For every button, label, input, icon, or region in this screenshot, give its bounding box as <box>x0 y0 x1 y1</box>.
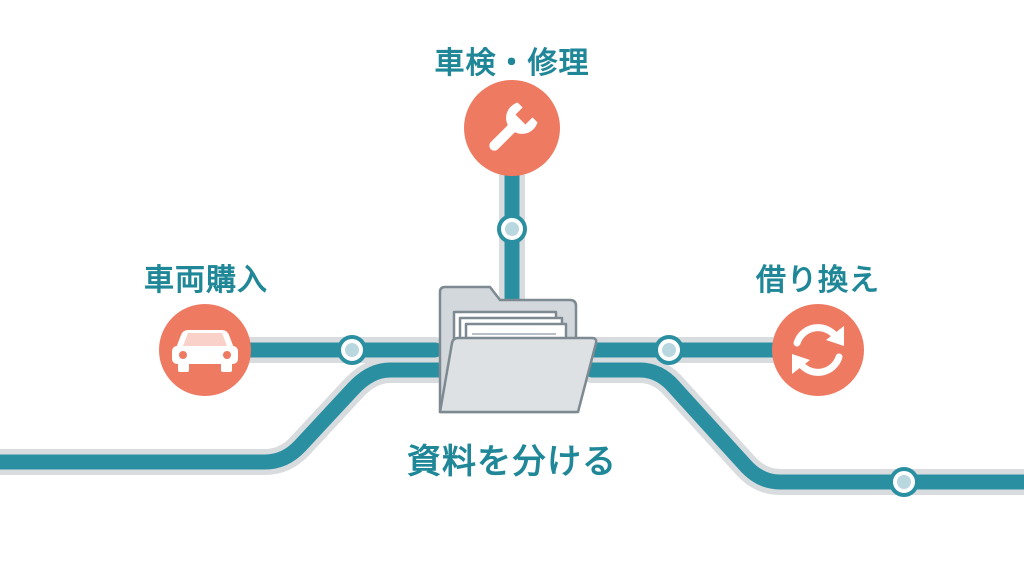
label-refinance: 借り換え <box>756 263 880 298</box>
track-left-lower <box>0 362 446 470</box>
refresh-icon <box>793 324 843 376</box>
label-repair: 車検・修理 <box>434 46 590 81</box>
station-left <box>337 335 367 365</box>
car-icon <box>172 330 238 372</box>
label-center: 資料を分ける <box>407 442 617 482</box>
purchase-node <box>159 304 251 396</box>
repair-node <box>464 80 560 176</box>
track-right-lower <box>584 362 1024 490</box>
station-bottom-right <box>889 467 919 497</box>
label-purchase: 車両購入 <box>144 263 268 298</box>
folder-icon <box>438 285 598 414</box>
stations <box>337 214 919 497</box>
wrench-icon <box>489 102 538 151</box>
station-right <box>654 335 684 365</box>
refinance-node <box>772 304 864 396</box>
station-repair <box>497 214 527 244</box>
